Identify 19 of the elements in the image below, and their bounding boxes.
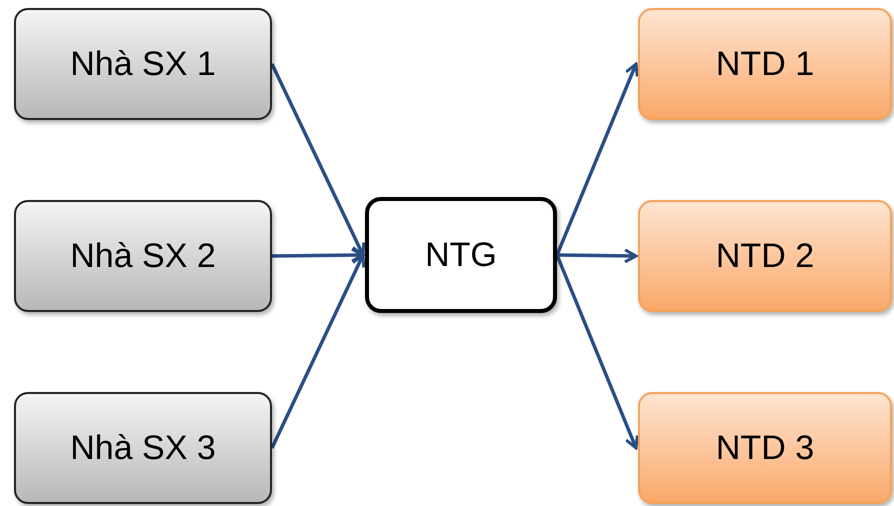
node-label: NTD 1 [716, 44, 814, 84]
consumer-box [638, 392, 892, 504]
intermediary-box [365, 197, 557, 313]
node-label: NTD 3 [716, 428, 814, 468]
arrow [270, 254, 366, 449]
arrow [270, 63, 366, 256]
node-label: NTG [425, 234, 497, 276]
node-label: Nhà SX 3 [70, 428, 216, 468]
consumer-box [638, 200, 892, 312]
node-label: NTD 2 [716, 236, 814, 276]
arrow [555, 62, 639, 256]
consumer-box [638, 8, 892, 120]
producer-box [14, 392, 272, 504]
node-label: Nhà SX 1 [70, 44, 216, 84]
producer-box [14, 200, 272, 312]
producer-box [14, 8, 272, 120]
node-label: Nhà SX 2 [70, 236, 216, 276]
arrow [556, 248, 638, 264]
arrow [555, 254, 639, 450]
